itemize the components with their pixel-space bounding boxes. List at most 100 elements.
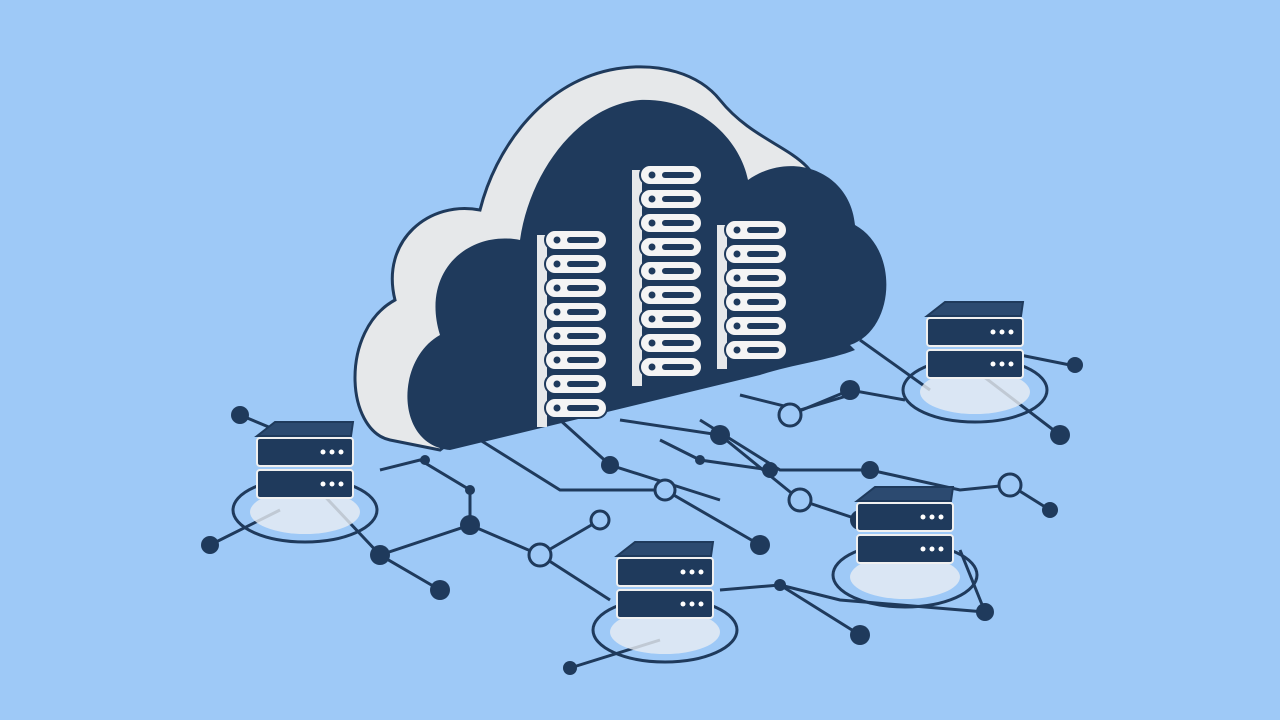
rack-led	[648, 339, 656, 347]
server-unit	[616, 589, 714, 619]
rack-led	[553, 356, 561, 364]
server-shadows	[231, 356, 1049, 664]
network-node	[420, 455, 430, 465]
network-line	[719, 583, 861, 637]
network-node	[430, 580, 450, 600]
rack-slot	[662, 316, 694, 322]
rack-led	[648, 219, 656, 227]
rack-led	[733, 298, 741, 306]
rack-led	[648, 171, 656, 179]
network-node	[1050, 425, 1070, 445]
rack-column	[537, 229, 608, 427]
rack-slot	[747, 227, 779, 233]
rack-slot	[747, 275, 779, 281]
server-led	[689, 569, 695, 575]
rack-side	[537, 235, 547, 427]
rack-slot	[662, 340, 694, 346]
server-led	[689, 601, 695, 607]
server-shadow	[250, 490, 360, 534]
network-line	[539, 553, 611, 602]
network-ring-node	[589, 509, 611, 531]
network-node	[861, 461, 879, 479]
server-led	[999, 329, 1005, 335]
server-led	[320, 481, 326, 487]
network-node	[601, 456, 619, 474]
network-node	[563, 661, 577, 675]
server-shadow	[610, 610, 720, 654]
rack-slot	[662, 364, 694, 370]
server-box-icon	[614, 541, 715, 619]
server-unit	[926, 317, 1024, 347]
network-ring-node	[653, 478, 677, 502]
rack-slot	[747, 347, 779, 353]
rack-led	[553, 284, 561, 292]
network-node	[850, 625, 870, 645]
server-led	[698, 601, 704, 607]
network-node	[840, 380, 860, 400]
server-led	[938, 546, 944, 552]
network-line	[958, 549, 987, 613]
server-led	[338, 481, 344, 487]
rack-slot	[662, 196, 694, 202]
rack-slot	[567, 285, 599, 291]
rack-slot	[662, 292, 694, 298]
rack-slot	[662, 268, 694, 274]
server-led	[990, 329, 996, 335]
rack-led	[648, 363, 656, 371]
server-led	[698, 569, 704, 575]
network-ring-node	[787, 487, 813, 513]
server-unit	[616, 557, 714, 587]
server-led	[920, 514, 926, 520]
network-line	[779, 583, 986, 614]
network-ring-node	[777, 402, 803, 428]
server-racks	[537, 164, 788, 427]
rack-led	[648, 315, 656, 323]
server-top	[614, 541, 715, 557]
rack-slot	[662, 172, 694, 178]
rack-led	[733, 346, 741, 354]
server-led	[938, 514, 944, 520]
network-node	[460, 515, 480, 535]
network-node	[762, 462, 778, 478]
network-ring-node	[527, 542, 553, 568]
cloud-server-icon	[353, 65, 887, 452]
network-node	[370, 545, 390, 565]
rack-side	[632, 170, 642, 386]
server-top	[854, 486, 955, 502]
rack-led	[733, 250, 741, 258]
rack-slot	[567, 333, 599, 339]
server-unit	[856, 502, 954, 532]
rack-slot	[662, 244, 694, 250]
rack-led	[553, 332, 561, 340]
server-led	[929, 546, 935, 552]
rack-slot	[567, 261, 599, 267]
rack-led	[553, 308, 561, 316]
rack-led	[553, 236, 561, 244]
rack-slot	[567, 309, 599, 315]
rack-led	[733, 226, 741, 234]
network-node	[710, 425, 730, 445]
network-node	[231, 406, 249, 424]
server-top	[254, 421, 355, 437]
server-unit	[856, 534, 954, 564]
network-node	[1067, 357, 1083, 373]
server-led	[1008, 361, 1014, 367]
rack-led	[553, 260, 561, 268]
server-led	[338, 449, 344, 455]
network-line	[859, 338, 931, 392]
network-line	[379, 458, 472, 557]
server-led	[929, 514, 935, 520]
rack-led	[553, 380, 561, 388]
rack-slot	[662, 220, 694, 226]
server-led	[680, 601, 686, 607]
network-node	[1042, 502, 1058, 518]
rack-side	[717, 225, 727, 369]
server-led	[320, 449, 326, 455]
rack-slot	[747, 251, 779, 257]
server-led	[329, 449, 335, 455]
rack-led	[733, 322, 741, 330]
network-node	[201, 536, 219, 554]
rack-slot	[747, 323, 779, 329]
server-led	[999, 361, 1005, 367]
